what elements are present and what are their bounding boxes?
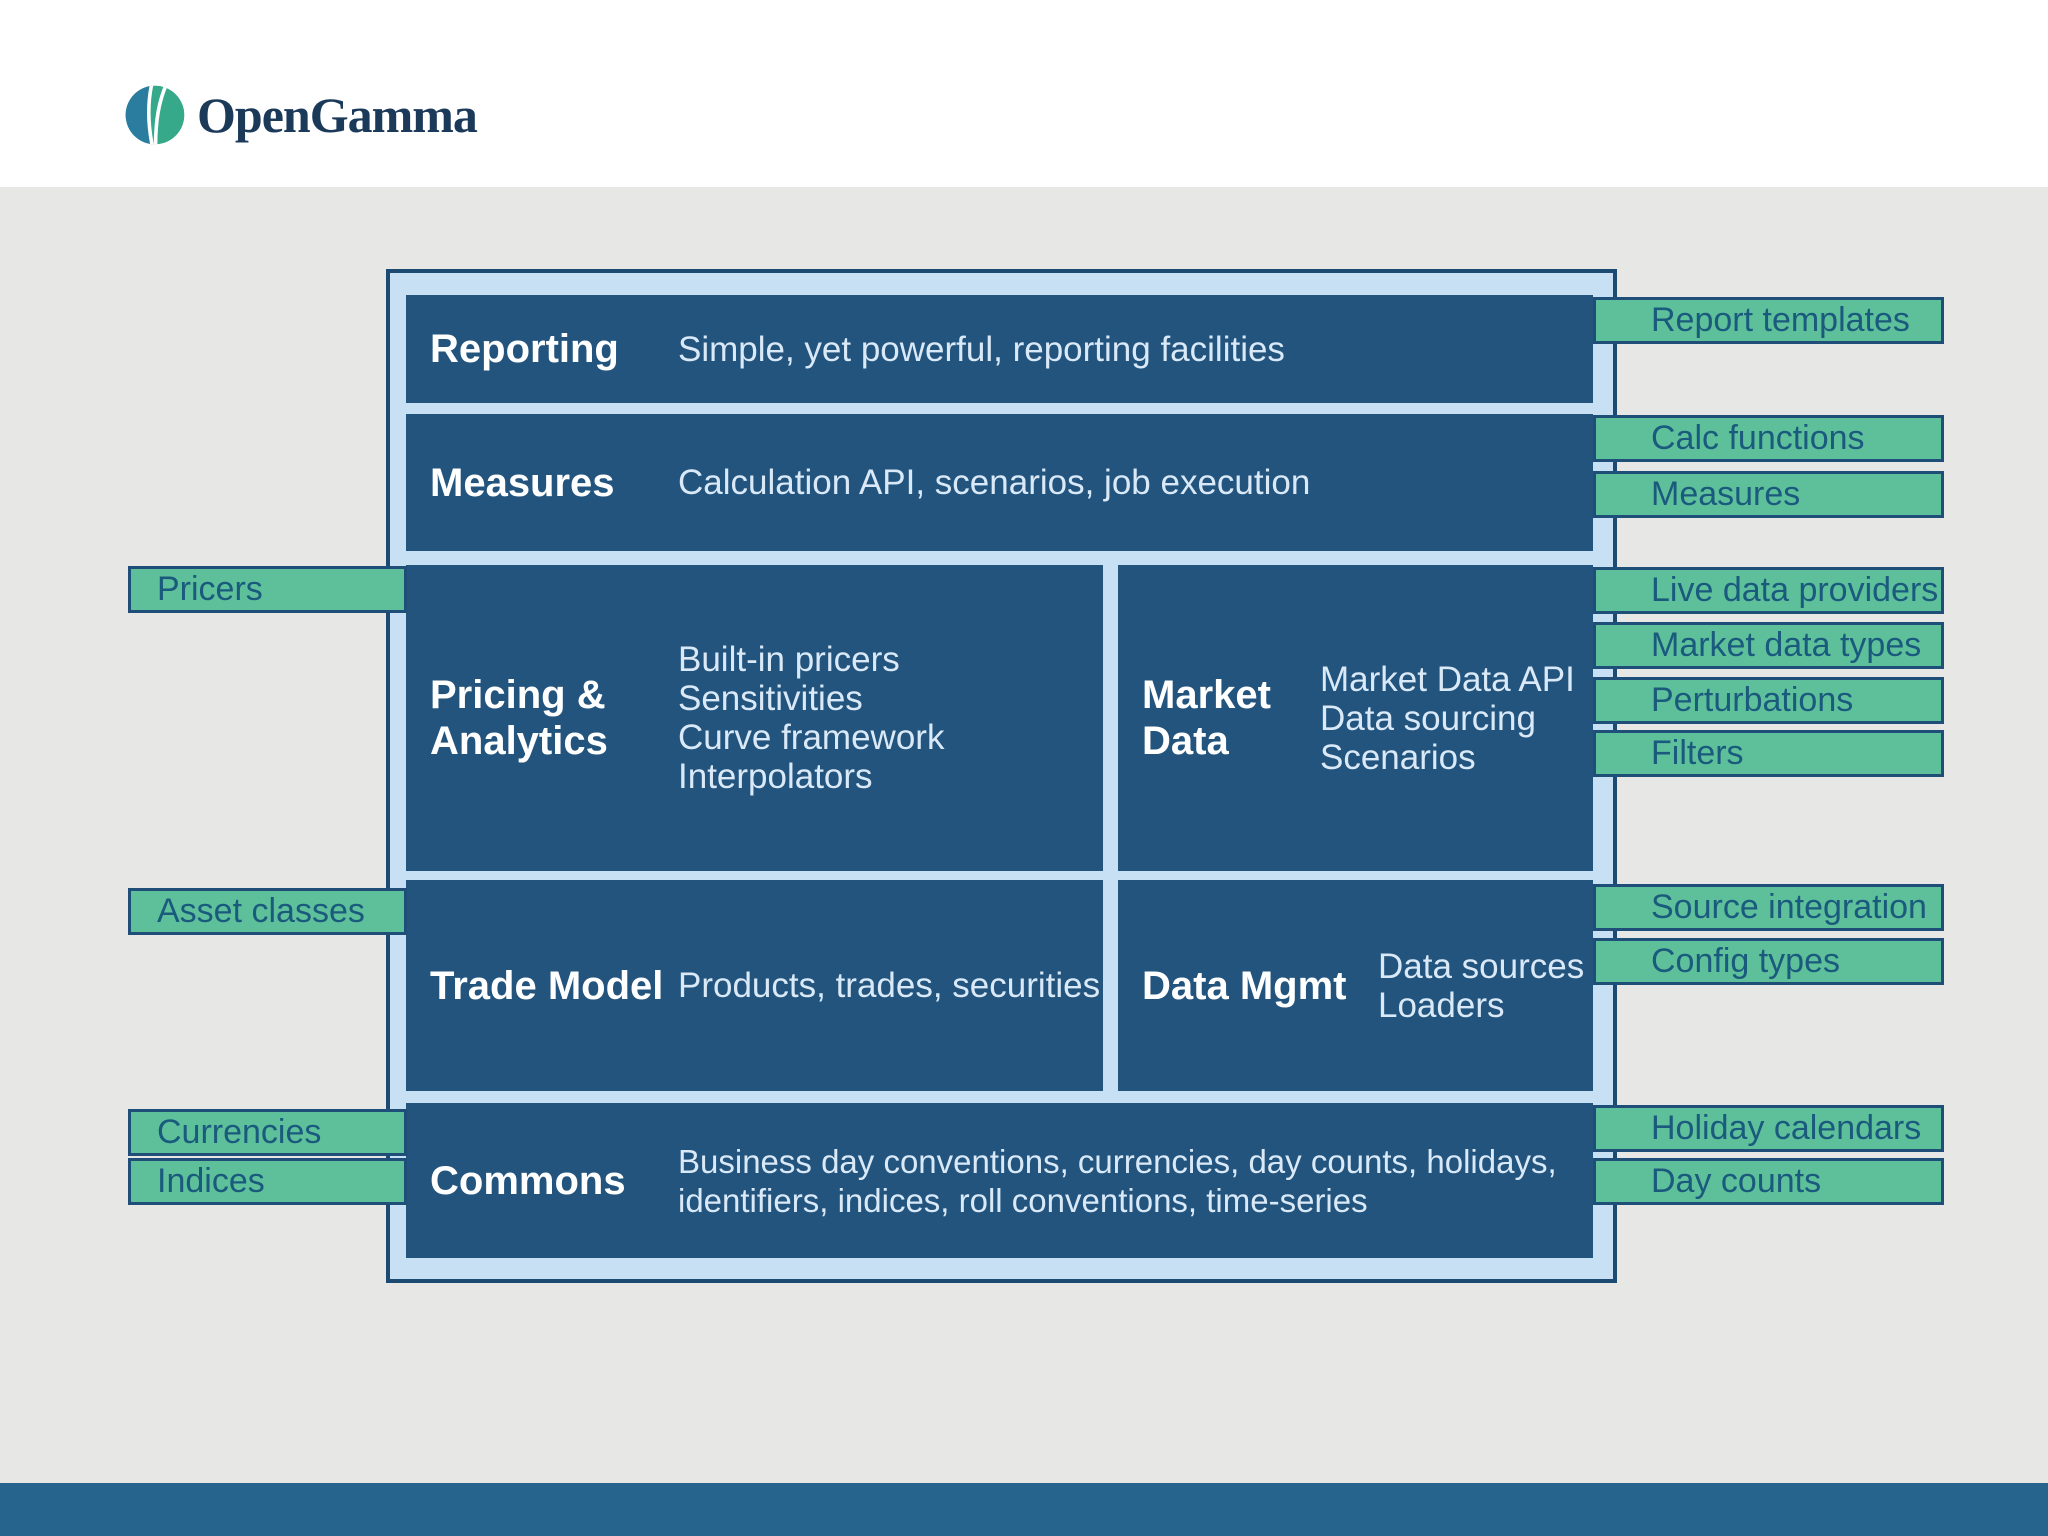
tag-filters: Filters <box>1593 730 1944 777</box>
opengamma-logo-icon <box>125 85 185 145</box>
box-trade-model: Trade Model Products, trades, securities <box>406 880 1103 1091</box>
box-commons-title: Commons <box>430 1158 626 1203</box>
box-market-data: Market Data Market Data API Data sourcin… <box>1118 565 1593 871</box>
box-commons-desc: Business day conventions, currencies, da… <box>678 1142 1557 1219</box>
tag-market-data-types: Market data types <box>1593 622 1944 669</box>
opengamma-logo: OpenGamma <box>125 84 478 146</box>
box-pricing-analytics-title: Pricing & Analytics <box>430 673 608 763</box>
box-market-data-desc: Market Data API Data sourcing Scenarios <box>1320 659 1575 777</box>
tag-live-data-providers: Live data providers <box>1593 567 1944 614</box>
tag-indices: Indices <box>128 1158 407 1205</box>
box-measures: Measures Calculation API, scenarios, job… <box>406 414 1593 551</box>
box-reporting-title: Reporting <box>430 327 619 371</box>
box-data-mgmt-title: Data Mgmt <box>1142 963 1347 1008</box>
tag-holiday-calendars-label: Holiday calendars <box>1651 1109 1922 1147</box>
tag-report-templates: Report templates <box>1593 297 1944 344</box>
box-reporting: Reporting Simple, yet powerful, reportin… <box>406 295 1593 403</box>
tag-asset-classes-label: Asset classes <box>157 892 365 930</box>
tag-config-types-label: Config types <box>1651 942 1840 980</box>
tag-report-templates-label: Report templates <box>1651 301 1910 339</box>
tag-indices-label: Indices <box>157 1162 265 1200</box>
box-market-data-title: Market Data <box>1142 673 1271 763</box>
box-measures-title: Measures <box>430 460 615 505</box>
box-data-mgmt-desc: Data sources Loaders <box>1378 946 1585 1025</box>
tag-calc-functions: Calc functions <box>1593 415 1944 462</box>
tag-filters-label: Filters <box>1651 734 1744 772</box>
tag-live-data-providers-label: Live data providers <box>1651 571 1939 609</box>
header-band <box>0 0 2048 187</box>
tag-config-types: Config types <box>1593 938 1944 985</box>
tag-pricers: Pricers <box>128 566 407 613</box>
box-measures-desc: Calculation API, scenarios, job executio… <box>678 463 1311 502</box>
box-data-mgmt: Data Mgmt Data sources Loaders <box>1118 880 1593 1091</box>
box-pricing-analytics-desc: Built-in pricers Sensitivities Curve fra… <box>678 640 945 796</box>
tag-measures-label: Measures <box>1651 475 1801 513</box>
tag-pricers-label: Pricers <box>157 570 263 608</box>
tag-market-data-types-label: Market data types <box>1651 626 1922 664</box>
box-trade-model-desc: Products, trades, securities <box>678 966 1101 1005</box>
tag-perturbations: Perturbations <box>1593 677 1944 724</box>
box-trade-model-title: Trade Model <box>430 963 664 1008</box>
tag-measures: Measures <box>1593 471 1944 518</box>
tag-source-integration-label: Source integration <box>1651 888 1927 926</box>
tag-source-integration: Source integration <box>1593 884 1944 931</box>
tag-currencies: Currencies <box>128 1109 407 1156</box>
tag-holiday-calendars: Holiday calendars <box>1593 1105 1944 1152</box>
tag-asset-classes: Asset classes <box>128 888 407 935</box>
tag-day-counts-label: Day counts <box>1651 1162 1822 1200</box>
tag-perturbations-label: Perturbations <box>1651 681 1854 719</box>
tag-day-counts: Day counts <box>1593 1158 1944 1205</box>
opengamma-logo-text: OpenGamma <box>197 87 478 143</box>
tag-currencies-label: Currencies <box>157 1113 322 1151</box>
box-pricing-analytics: Pricing & Analytics Built-in pricers Sen… <box>406 565 1103 871</box>
box-commons: Commons Business day conventions, curren… <box>406 1103 1593 1258</box>
tag-calc-functions-label: Calc functions <box>1651 419 1865 457</box>
footer-bar <box>0 1483 2048 1536</box>
box-reporting-desc: Simple, yet powerful, reporting faciliti… <box>678 329 1285 369</box>
